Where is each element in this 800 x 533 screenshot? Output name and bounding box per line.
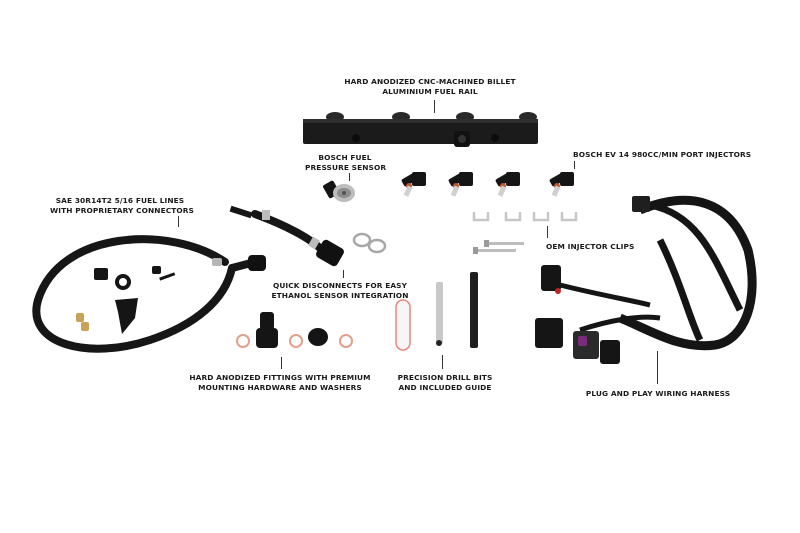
label-quick-disconnects: QUICK DISCONNECTS FOR EASY ETHANOL SENSO…	[265, 281, 415, 300]
leader-line-fuel-lines	[178, 216, 179, 227]
fuel-line-connector	[248, 255, 266, 271]
leader-line-fuel-rail	[434, 100, 435, 113]
hose-clamps	[352, 232, 387, 254]
fuel-rail	[303, 112, 538, 147]
label-injector-clips: OEM INJECTOR CLIPS	[546, 242, 634, 252]
label-fuel-lines-line1: SAE 30R14T2 5/16 FUEL LINES	[55, 196, 185, 205]
label-wiring-harness: PLUG AND PLAY WIRING HARNESS	[583, 389, 733, 399]
label-injectors: BOSCH EV 14 980CC/MIN PORT INJECTORS	[573, 150, 751, 160]
drill-guide-and-bits	[395, 272, 478, 351]
label-fittings-line1: HARD ANODIZED FITTINGS WITH PREMIUM	[189, 373, 371, 382]
label-injectors-line1: BOSCH EV 14 980CC/MIN PORT INJECTORS	[573, 150, 752, 159]
label-fittings-line2: MOUNTING HARDWARE AND WASHERS	[198, 382, 362, 392]
leader-line-injectors	[574, 161, 575, 169]
label-injector-clips-line1: OEM INJECTOR CLIPS	[546, 242, 635, 251]
label-fittings: HARD ANODIZED FITTINGS WITH PREMIUM MOUN…	[180, 373, 380, 392]
label-pressure-sensor-line1: BOSCH FUEL	[318, 153, 372, 162]
label-fuel-rail: HARD ANODIZED CNC-MACHINED BILLET ALUMIN…	[340, 77, 520, 96]
bolts	[473, 240, 524, 254]
brass-inserts	[76, 313, 89, 331]
quick-disconnect-line	[229, 205, 344, 267]
fuel-line-loop	[32, 235, 259, 353]
label-pressure-sensor: BOSCH FUEL PRESSURE SENSOR	[305, 153, 387, 172]
leader-line-injector-clips	[547, 226, 548, 238]
fuel-injectors	[401, 172, 574, 197]
label-pressure-sensor-line2: PRESSURE SENSOR	[305, 162, 387, 172]
label-fuel-rail-line2: ALUMINIUM FUEL RAIL	[382, 86, 478, 96]
leader-line-pressure-sensor	[349, 173, 350, 181]
wiring-harness	[535, 195, 757, 364]
label-wiring-harness-line1: PLUG AND PLAY WIRING HARNESS	[585, 389, 731, 398]
label-drill-bits-line2: AND INCLUDED GUIDE	[398, 382, 492, 392]
label-fuel-rail-line1: HARD ANODIZED CNC-MACHINED BILLET	[344, 77, 516, 86]
label-fuel-lines: SAE 30R14T2 5/16 FUEL LINES WITH PROPRIE…	[50, 196, 194, 215]
label-drill-bits: PRECISION DRILL BITS AND INCLUDED GUIDE	[390, 373, 500, 392]
leader-line-quick-disconnects	[343, 270, 344, 278]
label-quick-disconnects-line2: ETHANOL SENSOR INTEGRATION	[271, 290, 409, 300]
label-drill-bits-line1: PRECISION DRILL BITS	[397, 373, 493, 382]
pressure-sensor	[323, 180, 355, 202]
fittings-and-washers	[236, 312, 353, 348]
leader-line-wiring-harness	[657, 351, 658, 384]
label-quick-disconnects-line1: QUICK DISCONNECTS FOR EASY	[272, 281, 408, 290]
leader-line-fittings	[281, 357, 282, 369]
label-fuel-lines-line2: WITH PROPRIETARY CONNECTORS	[50, 205, 194, 215]
leader-line-drill-bits	[442, 355, 443, 369]
injector-clips	[472, 212, 578, 222]
mounting-clips	[94, 266, 176, 334]
